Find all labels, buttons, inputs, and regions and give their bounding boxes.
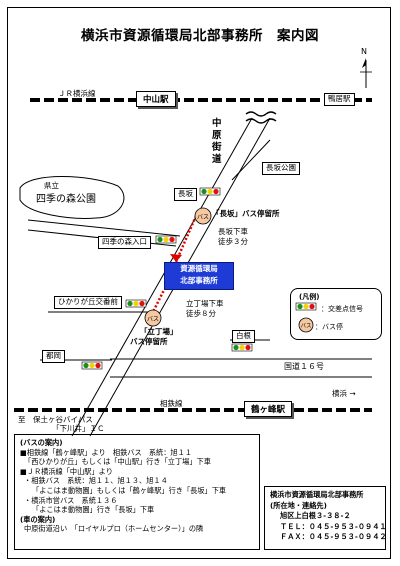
tatsuba-walk-1: 立丁場下車 <box>186 299 224 308</box>
signal-shikinomori-icon <box>155 235 177 244</box>
nagasaka-park-label: 長坂公園 <box>262 162 300 175</box>
bus-stop-tatsuba-icon: バス <box>144 309 162 327</box>
north-label: N <box>361 47 367 56</box>
legend-signal-label: ：交差点信号 <box>321 305 363 313</box>
signal-shirone-icon <box>231 343 253 352</box>
intersection-tsuzuki: 都岡 <box>42 350 65 363</box>
legend-bus-label: ：バス停 <box>315 323 343 331</box>
nagasaka-walk-2: 徒歩３分 <box>218 237 248 246</box>
park-kenritsu-label: 県立 <box>44 181 59 190</box>
legend-title: (凡例) <box>299 293 320 301</box>
shikinomori-park-outline <box>19 176 125 219</box>
bus-info-line: ・相鉄バス 系統：旭１１、旭１３、旭１４ <box>24 476 168 486</box>
yokohama-direction-label: 横浜 → <box>332 389 356 398</box>
svg-text:バス: バス <box>197 214 209 221</box>
north-arrow-icon <box>360 58 372 88</box>
page-title: 横浜市資源循環局北部事務所 案内図 <box>81 28 319 44</box>
address-box: 横浜市資源循環局北部事務所 (所在地・連絡先) 旭区上白根３-３８-２ ＴＥＬ：… <box>264 486 387 550</box>
bus-stop-nagasaka-icon: バス <box>194 207 212 225</box>
signal-nagasaka-icon <box>199 187 221 196</box>
map-frame <box>7 7 391 559</box>
bypass-label: 至 保土ヶ谷バイパス <box>18 415 93 424</box>
legend-signal-icon <box>295 302 317 311</box>
signal-hikarigaoka-icon <box>125 299 147 308</box>
walking-route-nagasaka <box>174 215 198 263</box>
road-shikinomori <box>27 219 181 237</box>
nagasaka-stop-label: 「長坂」バス停留所 <box>212 209 280 218</box>
signal-tsuzuki-icon <box>81 361 103 370</box>
intersection-nagasaka: 長坂 <box>174 188 197 201</box>
station-tsurugamine: 鶴ヶ峰駅 <box>244 401 293 417</box>
park-name-label: 四季の森公園 <box>36 194 96 205</box>
intersection-hikarigaoka: ひかりが丘交番前 <box>54 296 122 309</box>
nagasaka-walk-1: 長坂下車 <box>218 227 248 236</box>
road-break-mark <box>245 111 277 124</box>
station-nakayama: 中山駅 <box>136 91 176 107</box>
office-name-label: 資源循環局 <box>180 264 218 273</box>
bus-info-line: ■相鉄線「鶴ヶ峰駅」より 相鉄バス 系統：旭１１ <box>20 447 192 457</box>
car-info-header: (車の案内) <box>20 514 56 524</box>
bus-info-line: 「よこはま動物園」行き「長坂」下車 <box>32 505 155 515</box>
station-kamoi: 鴨居駅 <box>324 93 355 106</box>
bus-info-line: 「よこはま動物園」もしくは「鶴ヶ峰駅」行き「長坂」下車 <box>32 485 227 495</box>
office-name-label-2: 北部事務所 <box>180 276 218 285</box>
route16-road <box>110 358 372 378</box>
jr-line-label: ＪＲ横浜線 <box>58 89 96 98</box>
tatsuba-walk-2: 徒歩８分 <box>186 309 216 318</box>
bus-info-line: ■ＪＲ横浜線「中山駅」より <box>20 466 113 476</box>
bus-info-line: ・横浜市営バス 系統１３６ <box>24 495 118 505</box>
road-to-nagasaka-park <box>231 139 271 181</box>
address-street: 旭区上白根３-３８-２ <box>280 511 351 520</box>
legend-bus-icon: バス <box>298 317 314 333</box>
svg-text:バス: バス <box>147 316 159 323</box>
car-info-line: 中原街道沿い 「ロイヤルプロ（ホームセンター）」の隣 <box>24 524 204 534</box>
shimokawai-ic-label: 「下川井」ＩＣ <box>52 424 105 433</box>
map-legend: (凡例) ：交差点信号 ：バス停 <box>290 288 382 340</box>
office-marker: 資源循環局 北部事務所 <box>164 262 234 290</box>
svg-text:バス: バス <box>300 323 311 330</box>
bus-info-line: 「西ひかりが丘」もしくは「中山駅」行き「立丁場」下車 <box>24 457 211 467</box>
sotetsu-line-label: 相鉄線 <box>160 399 183 408</box>
address-office-name: 横浜市資源循環局北部事務所 <box>270 490 364 499</box>
address-heading: (所在地・連絡先) <box>270 500 327 510</box>
tatsuba-stop-label-1: 「立丁場」 <box>140 327 178 336</box>
access-info-box: (バスの案内) ■相鉄線「鶴ヶ峰駅」より 相鉄バス 系統：旭１１ 「西ひかりが丘… <box>14 434 260 550</box>
walking-route-arrow-icon <box>170 254 182 262</box>
tatsuba-stop-label-2: バス停留所 <box>130 337 168 346</box>
intersection-shikinomori: 四季の森入口 <box>98 236 151 249</box>
address-fax: ＦＡＸ：０４５-９５３-０９４２ <box>280 532 387 541</box>
intersection-shirone: 白根 <box>232 330 255 343</box>
address-tel: ＴＥＬ：０４５-９５３-０９４１ <box>280 521 387 531</box>
route16-label: 国道１６号 <box>284 362 324 371</box>
bus-info-header: (バスの案内) <box>20 438 63 447</box>
nakahara-kaido-label: 中原街道 <box>212 118 222 165</box>
